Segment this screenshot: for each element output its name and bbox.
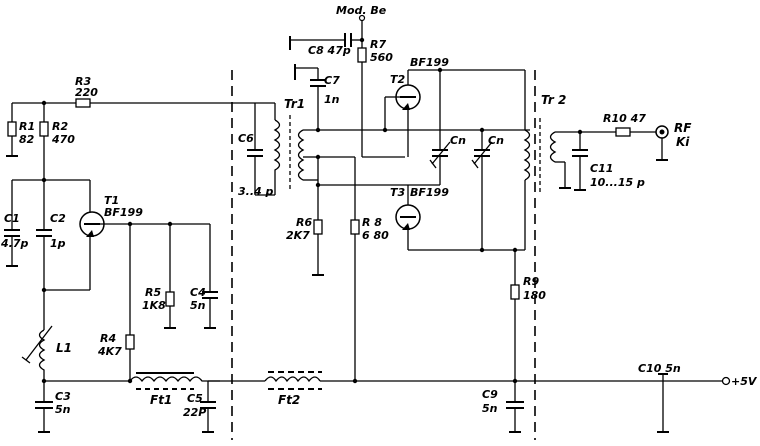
svg-text:4.7p: 4.7p — [0, 237, 28, 250]
svg-text:4K7: 4K7 — [97, 345, 122, 358]
svg-text:Cn: Cn — [488, 134, 504, 147]
svg-text:C1: C1 — [4, 212, 20, 225]
r6-resistor: R6 2K7 — [286, 157, 324, 276]
svg-text:Tr 2: Tr 2 — [541, 93, 566, 107]
svg-text:R10 47: R10 47 — [603, 112, 646, 125]
svg-text:6 80: 6 80 — [362, 229, 389, 242]
r8-resistor: R 8 6 80 — [318, 156, 389, 381]
svg-text:R2: R2 — [52, 120, 68, 133]
t2-transistor: T2 BF199 — [384, 56, 525, 157]
svg-text:R9: R9 — [523, 275, 539, 288]
tr1-transformer: Tr1 — [284, 97, 305, 190]
svg-text:R4: R4 — [100, 332, 116, 345]
svg-text:C6: C6 — [238, 132, 254, 145]
c1-capacitor: C1 4.7p — [0, 180, 28, 267]
c7-capacitor: C7 1n — [294, 64, 340, 130]
svg-text:R3: R3 — [75, 75, 91, 88]
t1-transistor: T1 BF199 — [44, 180, 210, 291]
svg-text:C11: C11 — [590, 162, 613, 175]
l1-inductor: L1 — [21, 325, 72, 381]
power-bus: +5V — [44, 375, 758, 388]
svg-text:C5: C5 — [187, 392, 203, 405]
r3-resistor: R3 220 — [12, 75, 255, 108]
r1-resistor: R1 82 — [6, 103, 35, 157]
tr2-transformer: Tr 2 — [482, 70, 566, 251]
svg-text:T2: T2 — [390, 73, 406, 86]
r10-resistor: R10 47 — [580, 112, 656, 137]
c5-capacitor: C5 22P — [183, 381, 216, 433]
svg-text:5n: 5n — [482, 402, 498, 415]
svg-text:3..4 p: 3..4 p — [238, 185, 273, 198]
svg-text:180: 180 — [523, 289, 546, 302]
svg-text:22P: 22P — [183, 406, 206, 419]
svg-text:10...15 p: 10...15 p — [590, 176, 645, 189]
ft2-inductor: Ft2 — [264, 371, 322, 407]
svg-text:L1: L1 — [56, 341, 72, 355]
modulation-input: Mod. Be — [336, 4, 387, 40]
c9-capacitor: C9 5n — [482, 381, 524, 433]
rf-output-connector: RF Ki — [655, 121, 692, 161]
svg-text:220: 220 — [75, 86, 98, 99]
svg-text:RF: RF — [674, 121, 692, 135]
c6-capacitor: C6 3..4 p — [238, 103, 275, 198]
svg-text:C7: C7 — [324, 74, 340, 87]
c10-capacitor: C10 5n — [638, 362, 681, 433]
svg-text:C3: C3 — [55, 390, 71, 403]
r7-resistor: R7 560 — [357, 38, 405, 158]
svg-text:R6: R6 — [296, 216, 312, 229]
svg-text:C10 5n: C10 5n — [638, 362, 681, 375]
cn2-trimmer: Cn — [471, 130, 504, 250]
svg-text:R5: R5 — [145, 286, 161, 299]
svg-text:BF199: BF199 — [410, 56, 449, 69]
svg-text:C2: C2 — [50, 212, 66, 225]
c11-capacitor: C11 10...15 p — [572, 132, 645, 191]
svg-text:BF199: BF199 — [410, 186, 449, 199]
ft2-label: Ft2 — [278, 393, 300, 407]
svg-text:T1: T1 — [104, 194, 119, 207]
svg-text:82: 82 — [19, 133, 35, 146]
r9-resistor: R9 180 — [510, 275, 546, 381]
r5-resistor: R5 1K8 — [142, 224, 176, 329]
svg-text:1K8: 1K8 — [142, 299, 166, 312]
svg-text:Cn: Cn — [450, 134, 466, 147]
t3-transistor: T3 BF199 — [318, 184, 482, 251]
svg-text:Mod. Be: Mod. Be — [336, 4, 387, 17]
svg-text:BF199: BF199 — [104, 206, 143, 219]
ft1-label: Ft1 — [150, 393, 172, 407]
supply-voltage-label: +5V — [731, 375, 758, 388]
svg-text:5n: 5n — [55, 403, 71, 416]
svg-text:560: 560 — [370, 51, 393, 64]
r4-resistor: R4 4K7 — [97, 224, 135, 381]
c4-capacitor: C4 5n — [190, 224, 218, 329]
c8-capacitor: C8 47p — [289, 33, 362, 57]
svg-text:Ki: Ki — [676, 135, 690, 149]
svg-text:C8 47p: C8 47p — [308, 44, 351, 57]
svg-text:R7: R7 — [370, 38, 386, 51]
supply-terminal — [721, 376, 731, 386]
cn1-trimmer: Cn — [429, 70, 466, 185]
svg-text:R1: R1 — [19, 120, 35, 133]
svg-text:T3: T3 — [390, 186, 406, 199]
c3-capacitor: C3 5n — [35, 381, 71, 433]
svg-text:1n: 1n — [324, 93, 340, 106]
svg-text:5n: 5n — [190, 299, 206, 312]
svg-text:C4: C4 — [190, 286, 206, 299]
svg-text:C9: C9 — [482, 388, 498, 401]
svg-text:Tr1: Tr1 — [284, 97, 305, 111]
tr1-primary-coil — [273, 119, 281, 195]
c2-capacitor: C2 1p — [36, 180, 66, 330]
svg-text:2K7: 2K7 — [286, 229, 310, 242]
ft1-inductor: Ft1 — [129, 372, 220, 407]
svg-text:R 8: R 8 — [362, 216, 382, 229]
svg-text:1p: 1p — [50, 237, 66, 250]
r2-resistor: R2 470 — [39, 103, 75, 180]
svg-text:470: 470 — [51, 133, 75, 146]
